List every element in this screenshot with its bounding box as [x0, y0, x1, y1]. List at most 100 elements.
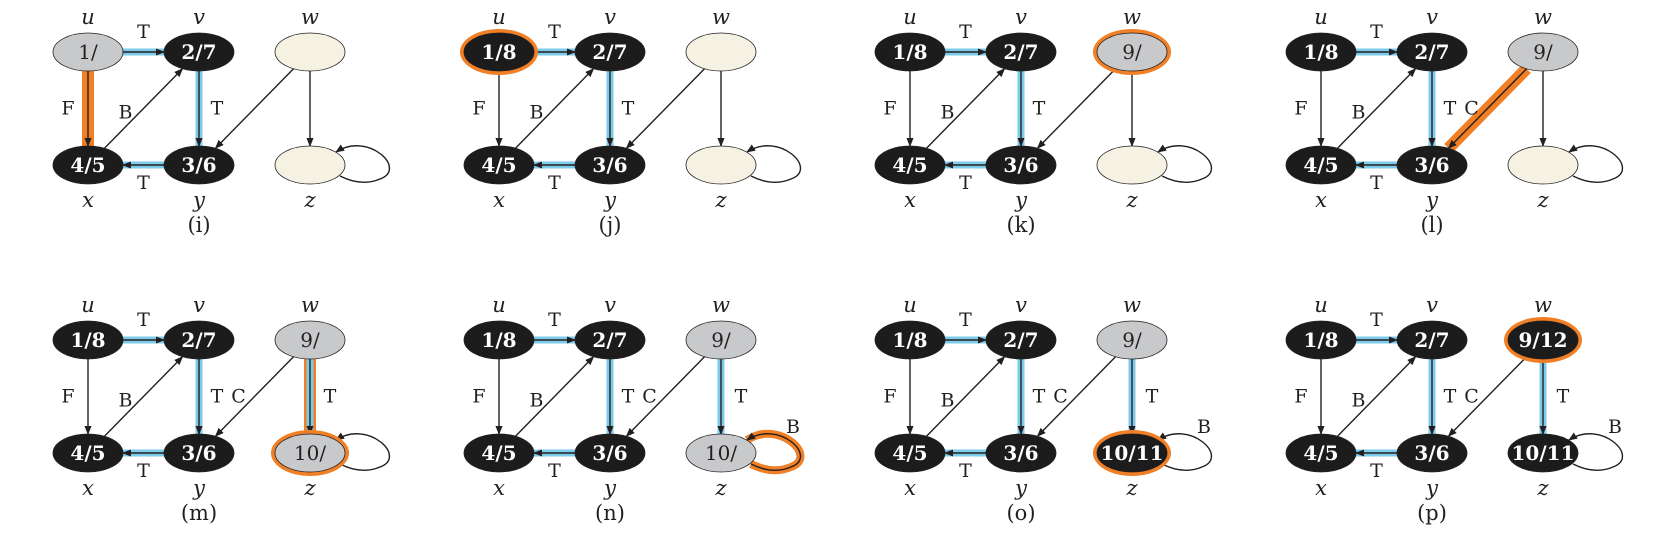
vertex-timestamp: 1/8	[1303, 40, 1338, 64]
self-loop-arrow	[1568, 432, 1624, 471]
vertex-name-v: v	[604, 5, 616, 29]
vertex-ellipse	[874, 433, 946, 473]
edge-label: T	[1370, 21, 1383, 43]
vertex-ellipse	[1396, 32, 1468, 72]
self-loop-arrow	[335, 144, 391, 183]
vertex-ellipse	[52, 32, 124, 72]
vertex-timestamp: 4/5	[1303, 153, 1338, 177]
vertex-timestamp: 2/7	[181, 40, 216, 64]
vertex-name-v: v	[604, 293, 616, 317]
vertex-timestamp: 1/8	[892, 40, 927, 64]
vertex-v: 2/7	[574, 32, 646, 72]
vertex-timestamp: 2/7	[592, 328, 627, 352]
vertex-name-u: u	[1314, 5, 1328, 29]
vertex-v: 2/7	[985, 320, 1057, 360]
edge-arrow	[214, 356, 295, 437]
vertex-w: 9/	[1093, 29, 1171, 75]
edge-label: B	[1608, 416, 1622, 438]
vertex-name-y: y	[192, 476, 206, 500]
vertex-name-y: y	[603, 188, 617, 212]
vertex-y: 3/6	[574, 433, 646, 473]
vertex-x: 4/5	[52, 433, 124, 473]
edge-label: B	[530, 102, 544, 124]
vertex-name-z: z	[1125, 188, 1138, 212]
vertex-ellipse	[274, 320, 346, 360]
vertex-name-x: x	[82, 188, 94, 212]
vertices: 1/8 2/7 4/5 3/6	[460, 29, 757, 185]
vertex-ellipse	[163, 433, 235, 473]
vertex-timestamp: 1/8	[481, 328, 516, 352]
edge-label: T	[622, 386, 635, 408]
vertex-name-v: v	[1015, 293, 1027, 317]
vertex-name-z: z	[1536, 476, 1549, 500]
vertex-u: 1/8	[460, 29, 538, 75]
vertex-name-u: u	[903, 293, 917, 317]
edge-label: T	[548, 21, 561, 43]
vertex-w: 9/	[685, 320, 757, 360]
vertex-ellipse	[574, 433, 646, 473]
edge-w-y	[625, 356, 706, 437]
vertex-x: 4/5	[463, 145, 535, 185]
vertex-ellipse	[1096, 32, 1168, 72]
edge-z-z	[1157, 144, 1213, 183]
edge-z-z	[1157, 432, 1213, 471]
vertex-ellipse	[685, 433, 757, 473]
edge-w-y	[1036, 68, 1117, 149]
edge-label: B	[786, 416, 800, 438]
edge-label: C	[231, 386, 246, 408]
vertex-w: 9/	[1096, 320, 1168, 360]
vertex-z: 10/	[271, 430, 349, 476]
edge-label: F	[61, 98, 74, 120]
vertex-y: 3/6	[163, 145, 235, 185]
vertex-timestamp: 10/11	[1512, 441, 1575, 465]
panel-caption: (o)	[1006, 501, 1035, 525]
vertex-name-u: u	[1314, 293, 1328, 317]
vertex-ellipse	[874, 32, 946, 72]
vertex-name-w: w	[1534, 5, 1552, 29]
edge-label: T	[137, 172, 150, 194]
edge-z-z	[746, 144, 802, 183]
vertex-u: 1/8	[1285, 32, 1357, 72]
panel-caption: (i)	[187, 213, 210, 237]
edge-label: B	[941, 390, 955, 412]
vertex-z: 10/11	[1507, 433, 1579, 473]
edge-label: T	[959, 172, 972, 194]
edge-arrow	[1447, 68, 1528, 149]
vertex-ellipse	[1285, 320, 1357, 360]
edge-label: B	[1352, 390, 1366, 412]
vertex-x: 4/5	[52, 145, 124, 185]
vertex-name-u: u	[903, 5, 917, 29]
vertex-name-v: v	[1015, 5, 1027, 29]
vertex-y: 3/6	[574, 145, 646, 185]
edge-z-z	[1568, 144, 1624, 183]
vertex-name-w: w	[301, 5, 319, 29]
vertex-timestamp: 3/6	[1414, 441, 1449, 465]
vertex-v: 2/7	[574, 320, 646, 360]
vertex-name-x: x	[904, 188, 916, 212]
vertex-name-w: w	[712, 5, 730, 29]
vertex-timestamp: 3/6	[592, 441, 627, 465]
vertex-name-v: v	[1426, 293, 1438, 317]
edge-x-v	[1336, 356, 1417, 437]
edge-x-v	[103, 356, 184, 437]
edge-x-v	[1336, 68, 1417, 149]
panel-caption: (m)	[181, 501, 217, 525]
vertex-timestamp: 4/5	[481, 441, 516, 465]
vertex-z	[1507, 145, 1579, 185]
vertex-ellipse	[985, 433, 1057, 473]
vertex-ellipse	[463, 32, 535, 72]
vertex-name-u: u	[81, 5, 95, 29]
vertex-x: 4/5	[874, 433, 946, 473]
edge-arrow	[925, 356, 1006, 437]
vertex-w: 9/12	[1504, 317, 1582, 363]
self-loop-arrow	[1568, 144, 1624, 183]
edge-label: T	[959, 309, 972, 331]
